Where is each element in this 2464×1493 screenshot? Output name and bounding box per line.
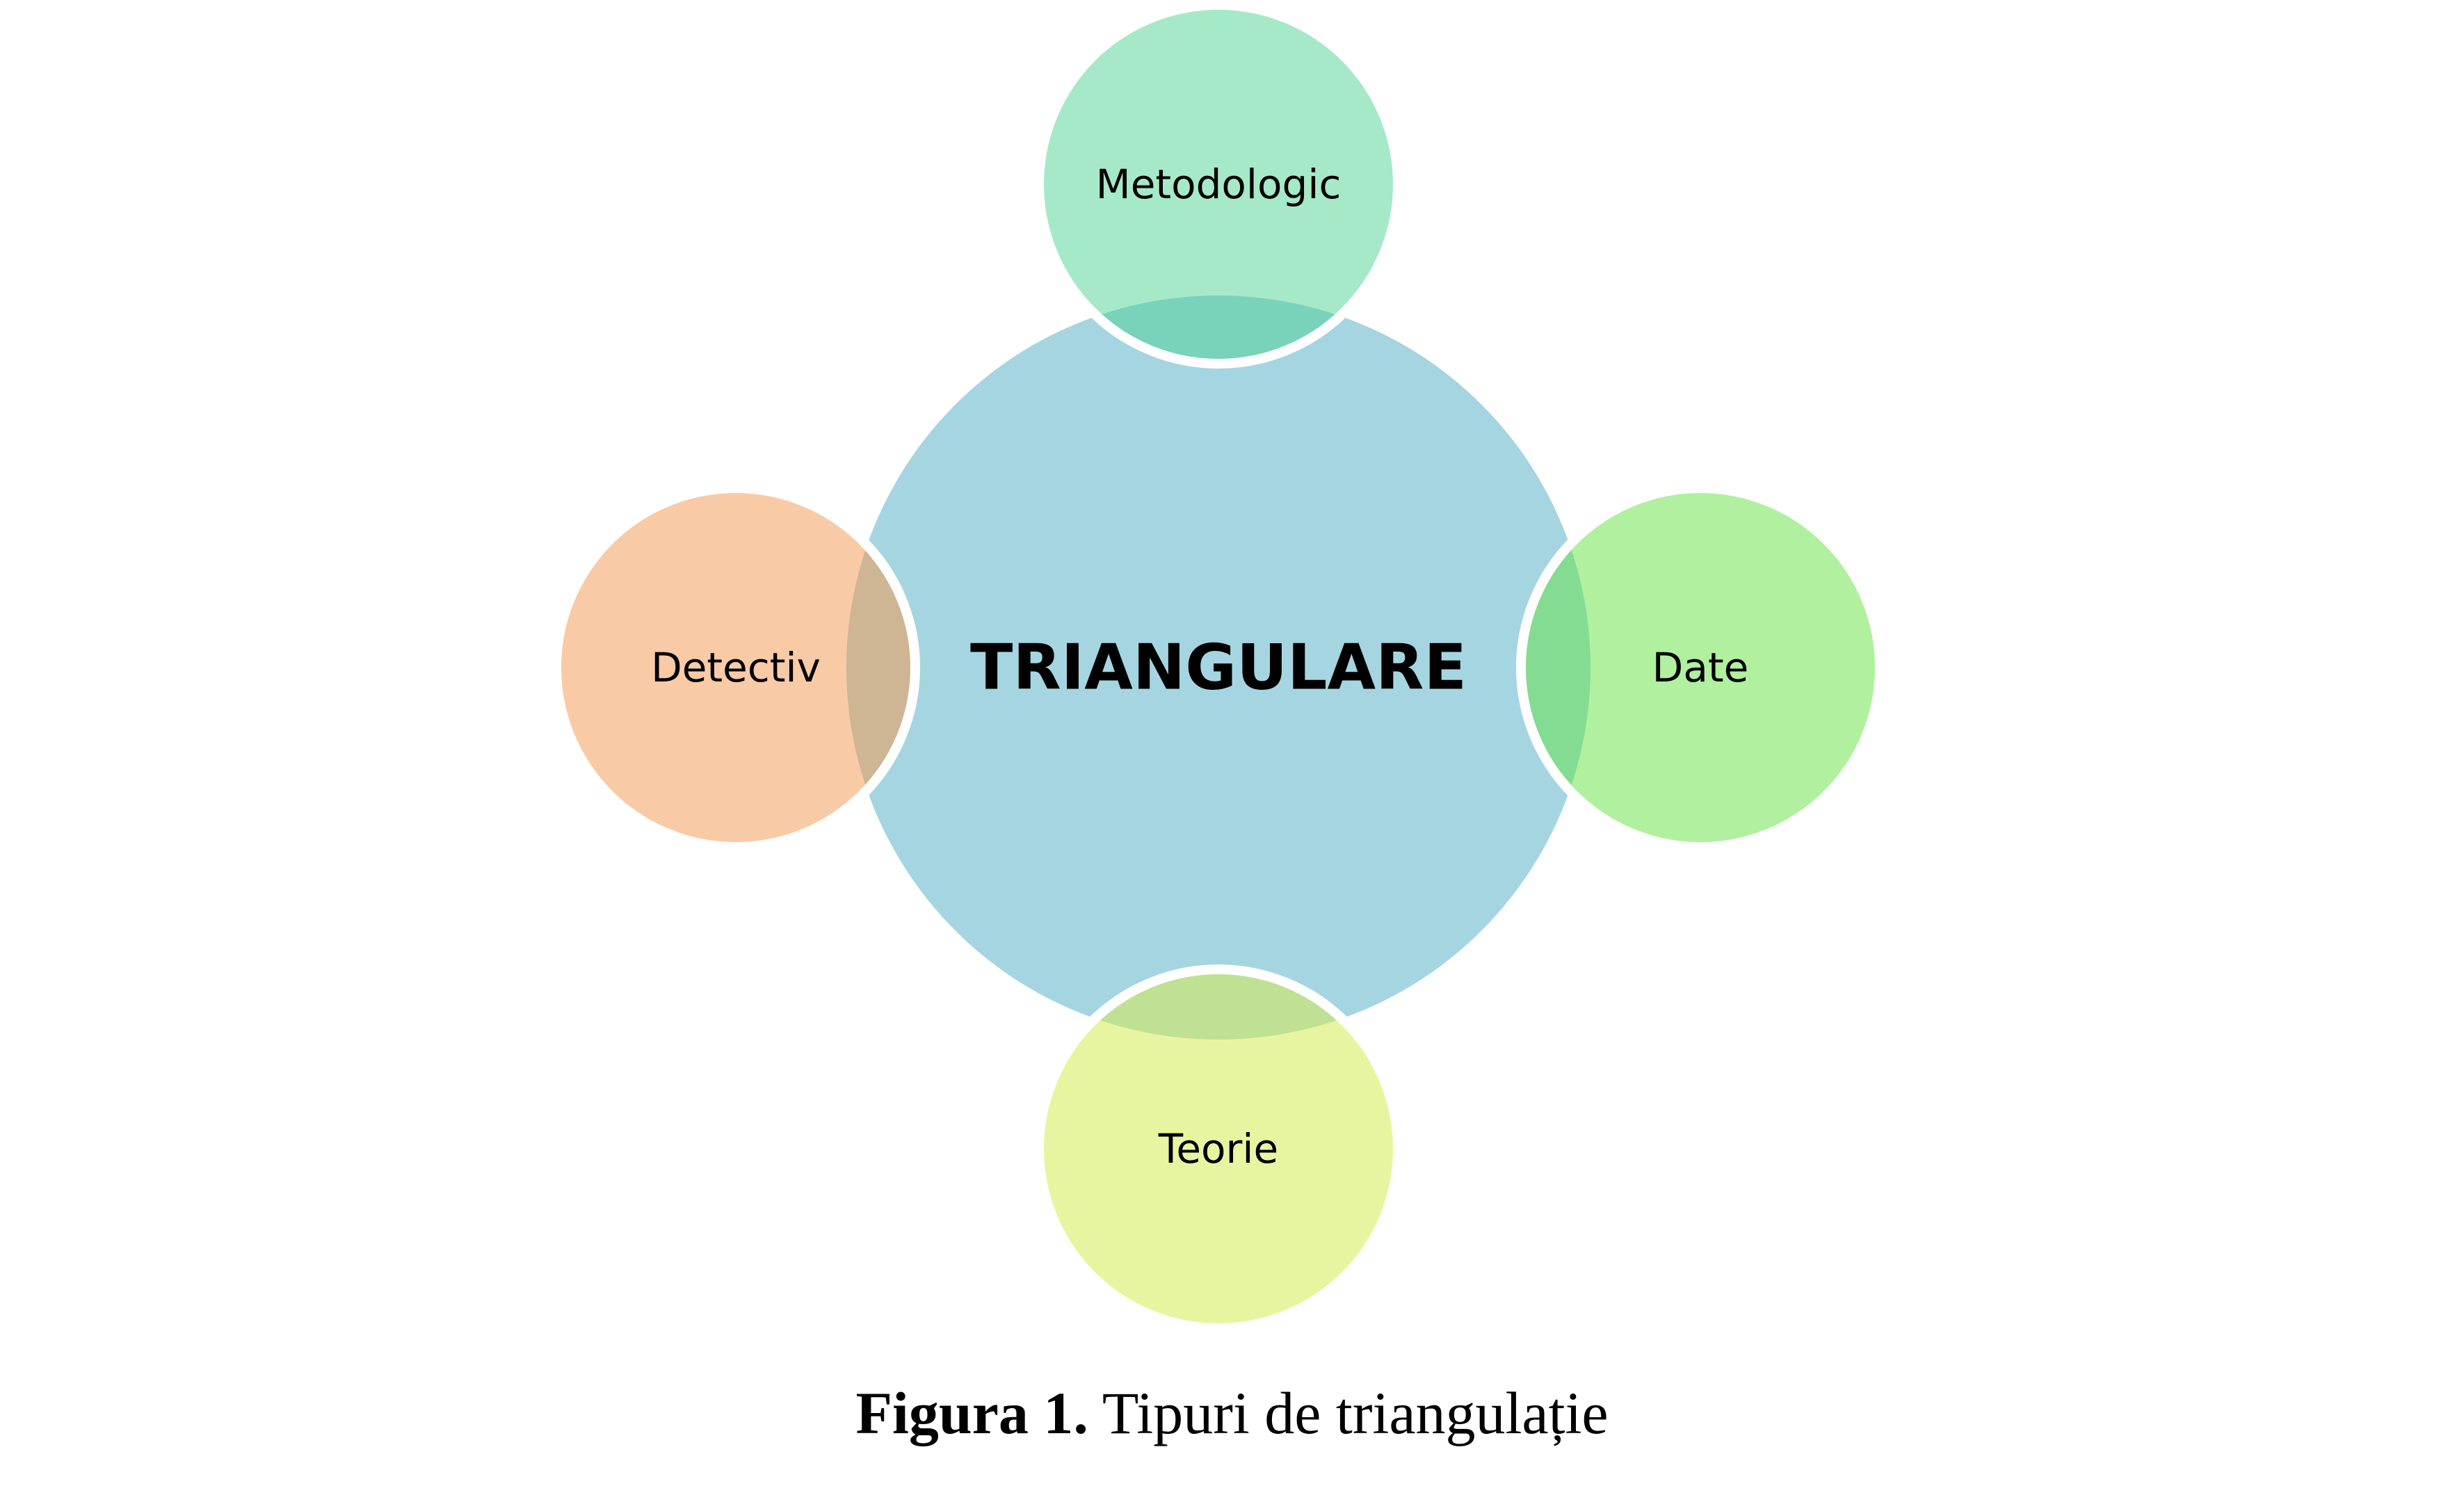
center-circle [846,296,1591,1040]
figure-caption: Figura 1. Tipuri de triangulație [0,1380,2464,1446]
node-circle-right [1516,483,1885,852]
node-circle-top [1034,0,1403,369]
node-label-right: Date [1652,644,1749,691]
caption-figure-number: Figura 1. [855,1380,1088,1446]
node-circle-bottom [1034,965,1403,1333]
node-label-bottom: Teorie [1158,1125,1278,1172]
node-label-left: Detectiv [651,644,821,691]
caption-text: Tipuri de triangulație [1088,1380,1609,1446]
node-label-top: Metodologic [1096,161,1342,208]
node-circle-left [551,483,920,852]
center-label: TRIANGULARE [970,631,1467,704]
